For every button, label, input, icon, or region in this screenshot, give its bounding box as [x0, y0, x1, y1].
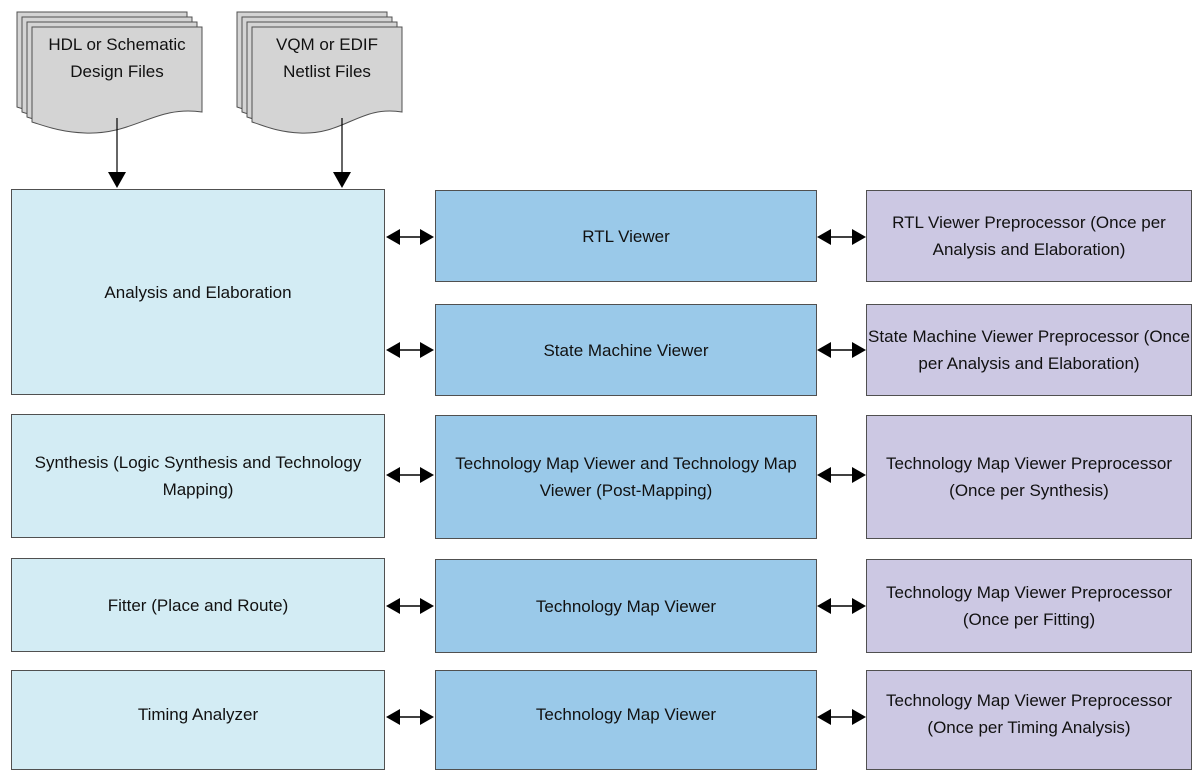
box-line: State Machine Viewer Preprocessor	[868, 327, 1139, 346]
label-line: HDL or Schematic	[48, 35, 186, 54]
state-machine-viewer-preprocessor-box: State Machine Viewer Preprocessor (Once …	[866, 304, 1192, 396]
synthesis-box: Synthesis (Logic Synthesis and Technolog…	[11, 414, 385, 538]
box-line: Technology Map Viewer Preprocessor	[886, 583, 1172, 602]
box-line: (Once per Analysis and Elaboration)	[932, 213, 1166, 259]
double-arrow-icon	[386, 598, 434, 614]
fitter-box: Fitter (Place and Route)	[11, 558, 385, 652]
double-arrow-icon	[386, 467, 434, 483]
rtl-viewer-preprocessor-box: RTL Viewer Preprocessor (Once per Analys…	[866, 190, 1192, 282]
vqm-document-stack-icon	[236, 11, 403, 134]
bidirectional-arrows	[386, 229, 866, 725]
double-arrow-icon	[817, 467, 866, 483]
double-arrow-icon	[386, 342, 434, 358]
box-line: Timing Analyzer	[137, 704, 259, 724]
double-arrow-icon	[817, 709, 866, 725]
box-line: Elaboration	[205, 282, 292, 302]
label-line: Design Files	[70, 62, 164, 81]
hdl-document-stack-icon	[16, 11, 203, 134]
box-line: Technology Map Viewer (Post-Mapping)	[539, 454, 797, 500]
box-line: Technology Map Viewer Preprocessor	[886, 691, 1172, 710]
technology-map-viewer-post-mapping-box: Technology Map Viewer and Technology Map…	[435, 415, 817, 539]
state-machine-viewer-box: State Machine Viewer	[435, 304, 817, 396]
box-line: (Once per Timing Analysis)	[927, 718, 1131, 737]
box-line: Technology Mapping)	[162, 453, 362, 499]
timing-analyzer-box: Timing Analyzer	[11, 670, 385, 770]
box-line: State Machine Viewer	[543, 340, 709, 360]
box-line: Technology Map Viewer and	[455, 454, 669, 473]
hdl-files-label: HDL or Schematic Design Files	[32, 31, 202, 85]
technology-map-viewer-fitter-box: Technology Map Viewer	[435, 559, 817, 653]
box-line: Analysis and	[104, 282, 201, 302]
box-line: Fitter	[107, 595, 147, 615]
label-line: Netlist Files	[283, 62, 371, 81]
input-arrows	[108, 118, 351, 188]
box-line: RTL Viewer Preprocessor	[892, 213, 1086, 232]
box-line: Synthesis	[34, 453, 109, 472]
vqm-files-label: VQM or EDIF Netlist Files	[252, 31, 402, 85]
box-line: RTL Viewer	[582, 226, 670, 246]
double-arrow-icon	[817, 229, 866, 245]
double-arrow-icon	[817, 342, 866, 358]
label-line: VQM or EDIF	[275, 35, 378, 54]
box-line: (Logic Synthesis and	[113, 453, 271, 472]
box-line: (Place and Route)	[151, 595, 289, 615]
double-arrow-icon	[386, 709, 434, 725]
box-line: (Once per Fitting)	[962, 610, 1096, 629]
box-line: Technology Map Viewer Preprocessor	[886, 454, 1172, 473]
technology-map-viewer-timing-box: Technology Map Viewer	[435, 670, 817, 770]
box-line: Technology Map Viewer	[535, 596, 717, 616]
analysis-elaboration-box: Analysis and Elaboration	[11, 189, 385, 395]
double-arrow-icon	[817, 598, 866, 614]
box-line: (Once per Analysis and Elaboration)	[918, 327, 1190, 373]
box-line: Technology Map Viewer	[535, 704, 717, 724]
rtl-viewer-box: RTL Viewer	[435, 190, 817, 282]
double-arrow-icon	[386, 229, 434, 245]
timing-preprocessor-box: Technology Map Viewer Preprocessor (Once…	[866, 670, 1192, 770]
synthesis-preprocessor-box: Technology Map Viewer Preprocessor (Once…	[866, 415, 1192, 539]
fitting-preprocessor-box: Technology Map Viewer Preprocessor (Once…	[866, 559, 1192, 653]
box-line: (Once per Synthesis)	[949, 481, 1109, 500]
